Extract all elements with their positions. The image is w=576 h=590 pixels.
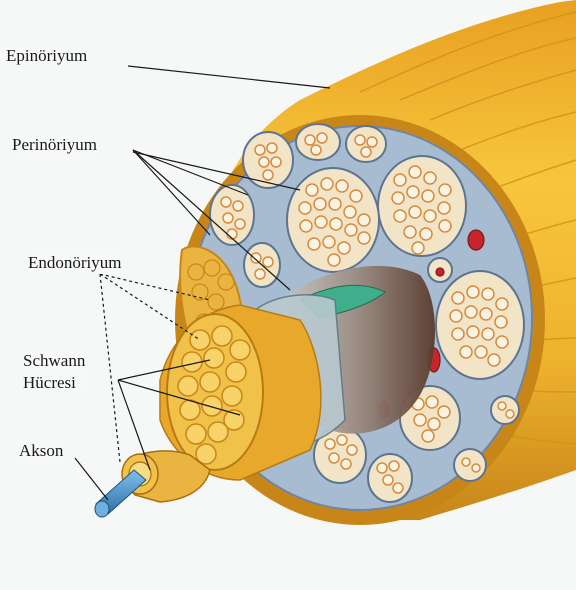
- label-endoneurium: Endonöriyum: [26, 252, 124, 274]
- label-schwann-line2: Hücresi: [23, 372, 85, 394]
- label-axon: Akson: [17, 440, 65, 462]
- label-schwann-line1: Schwann: [23, 350, 85, 372]
- axon-tip: [95, 501, 109, 517]
- label-epineurium: Epinöriyum: [4, 45, 89, 67]
- label-perineurium: Perinöriyum: [10, 134, 99, 156]
- label-schwann-cell: Schwann Hücresi: [21, 350, 87, 394]
